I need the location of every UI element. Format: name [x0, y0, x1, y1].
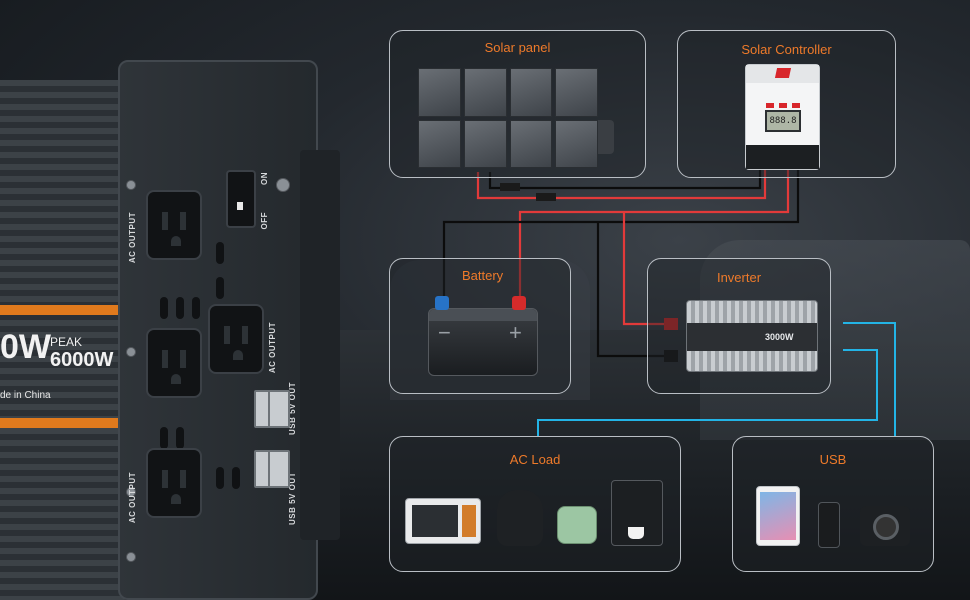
- controller-button: [792, 103, 800, 108]
- inverter-housing: [0, 80, 130, 600]
- microwave-door: [412, 505, 458, 537]
- tablet-icon: [756, 486, 800, 546]
- vent-slot: [176, 297, 184, 319]
- inverter-terminal-positive: [664, 318, 678, 330]
- screw: [126, 552, 136, 562]
- orange-stripe: [0, 305, 130, 315]
- ac-outlet: [208, 304, 264, 374]
- toaster-icon: [557, 506, 597, 544]
- solar-panel-title: Solar panel: [484, 40, 551, 55]
- solar-cell: [509, 119, 553, 168]
- screw: [126, 347, 136, 357]
- usb-port: [268, 450, 290, 488]
- outlet-ground: [233, 350, 243, 360]
- battery-plus-sign: +: [509, 320, 522, 345]
- coffee-machine-icon: [611, 480, 663, 546]
- screw: [126, 180, 136, 190]
- power-switch: [226, 170, 256, 228]
- inverter-image: 3000W: [686, 300, 818, 372]
- vent-slot: [216, 242, 224, 264]
- made-in-label: de in China: [0, 390, 51, 401]
- vent-slot: [176, 427, 184, 449]
- vent-slot: [216, 467, 224, 489]
- vent-slot: [192, 297, 200, 319]
- microwave-icon: [405, 498, 481, 544]
- battery-title: Battery: [462, 268, 504, 283]
- usb-port: [268, 390, 290, 428]
- controller-button: [766, 103, 774, 108]
- ac-load-title: AC Load: [509, 452, 561, 467]
- wire-usb-output: [843, 322, 896, 436]
- wire-battery-positive: [518, 166, 790, 298]
- solar-cell: [418, 119, 461, 168]
- orange-stripe: [0, 418, 130, 428]
- solar-controller-image: 888.8: [745, 64, 820, 170]
- smartphone-icon: [818, 502, 840, 548]
- battery-image: [428, 308, 538, 376]
- ground-terminal: [276, 178, 290, 192]
- solar-cell: [555, 68, 598, 117]
- solar-cell: [509, 68, 553, 117]
- screw: [126, 487, 136, 497]
- solar-panel-image: [418, 68, 598, 168]
- mc4-connector: [536, 193, 556, 201]
- solar-cell: [418, 68, 461, 117]
- air-fryer-icon: [497, 490, 543, 546]
- solar-controller-title: Solar Controller: [741, 42, 832, 57]
- outlet-ground: [171, 374, 181, 384]
- camera-icon: [860, 506, 910, 546]
- vent-slot: [216, 277, 224, 299]
- inverter-mounting-bracket: [300, 150, 340, 540]
- solar-cell: [463, 68, 507, 117]
- wire-ac-output: [537, 349, 878, 436]
- mc4-connector: [500, 183, 520, 191]
- peak-watt-label: 6000W: [50, 349, 114, 371]
- wire-inverter-positive: [622, 212, 676, 326]
- watt-label: 0W: [0, 328, 51, 366]
- ac-outlet: [146, 328, 202, 398]
- inverter-title: Inverter: [716, 270, 762, 285]
- battery-negative-terminal: [435, 296, 449, 310]
- inverter-terminal-negative: [664, 350, 678, 362]
- controller-terminal-block: [746, 145, 819, 169]
- solar-cell: [555, 119, 598, 168]
- battery-lid: [429, 309, 537, 321]
- inverter-product-image: 0W PEAK 6000W de in China AC OUTPUT AC O…: [0, 60, 340, 600]
- wire-solar-positive: [476, 166, 767, 200]
- wire-battery-negative: [442, 166, 800, 298]
- coffee-cup: [628, 527, 644, 539]
- controller-screen: 888.8: [765, 110, 801, 132]
- ac-outlet: [146, 448, 202, 518]
- ac-outlet: [146, 190, 202, 260]
- usb-title: USB: [819, 452, 847, 467]
- tablet-screen: [760, 492, 796, 540]
- battery-positive-terminal: [512, 296, 526, 310]
- outlet-ground: [171, 236, 181, 246]
- camera-lens: [873, 514, 899, 540]
- controller-button: [779, 103, 787, 108]
- vent-slot: [160, 297, 168, 319]
- peak-label: PEAK: [50, 335, 83, 349]
- vent-slot: [232, 467, 240, 489]
- microwave-controls: [462, 505, 476, 537]
- solar-cell: [463, 119, 507, 168]
- outlet-ground: [171, 494, 181, 504]
- battery-minus-sign: −: [438, 320, 451, 345]
- controller-logo-icon: [774, 68, 792, 78]
- wire-inverter-negative: [596, 222, 676, 358]
- inverter-display-panel: [687, 323, 817, 351]
- solar-panel-handle: [598, 120, 614, 154]
- inverter-rating-label: 3000W: [765, 332, 794, 342]
- vent-slot: [160, 427, 168, 449]
